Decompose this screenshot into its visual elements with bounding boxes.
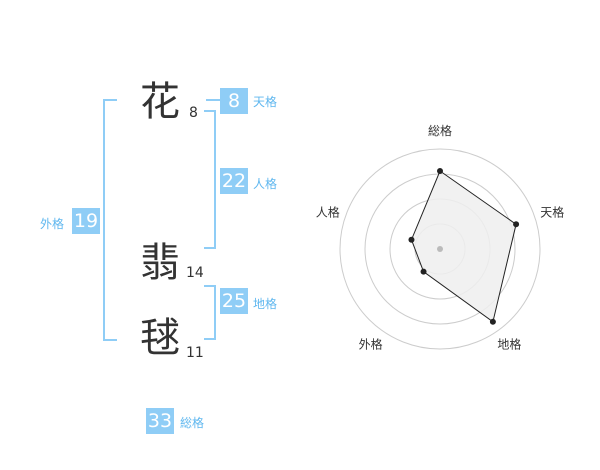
jinkaku-bracket: [204, 110, 216, 249]
radar-ring: [339, 148, 541, 350]
gaikaku-badge: 19: [72, 208, 100, 234]
name-char-2-strokes: 14: [186, 265, 204, 281]
radar-axis-label-4: 外格: [359, 336, 383, 351]
gaikaku-label: 外格: [40, 217, 65, 231]
jinkaku-badge: 22: [220, 168, 248, 194]
chikaku-badge: 25: [220, 288, 248, 314]
gaikaku-bracket: [103, 99, 117, 341]
name-char-2: 翡: [140, 240, 180, 286]
radar-point-3: [489, 318, 496, 325]
chikaku-label: 地格: [253, 297, 278, 311]
tenkaku-link: [206, 99, 220, 101]
radar-axis-label-3: 地格: [497, 336, 521, 351]
radar-point-2: [513, 221, 520, 228]
radar-axis-label-1: 総格: [428, 123, 452, 138]
radar-point-4: [420, 268, 427, 275]
radar-area: [410, 170, 517, 323]
name-char-3: 毬: [140, 315, 180, 361]
tenkaku-badge: 8: [220, 88, 248, 114]
name-char-1: 花: [140, 79, 180, 125]
chikaku-bracket: [204, 285, 216, 340]
name-char-3-strokes: 11: [186, 345, 204, 361]
radar-point-1: [437, 168, 443, 174]
name-char-1-strokes: 8: [189, 105, 198, 121]
soukaku-badge: 33: [146, 408, 174, 434]
radar-point-5: [408, 236, 415, 243]
tenkaku-label: 天格: [253, 95, 278, 109]
radar-axis-label-5: 人格: [316, 205, 340, 220]
soukaku-label: 総格: [180, 416, 205, 430]
radar-center-dot: [437, 246, 443, 252]
radar-axis-label-2: 天格: [540, 205, 564, 220]
jinkaku-label: 人格: [253, 177, 278, 191]
